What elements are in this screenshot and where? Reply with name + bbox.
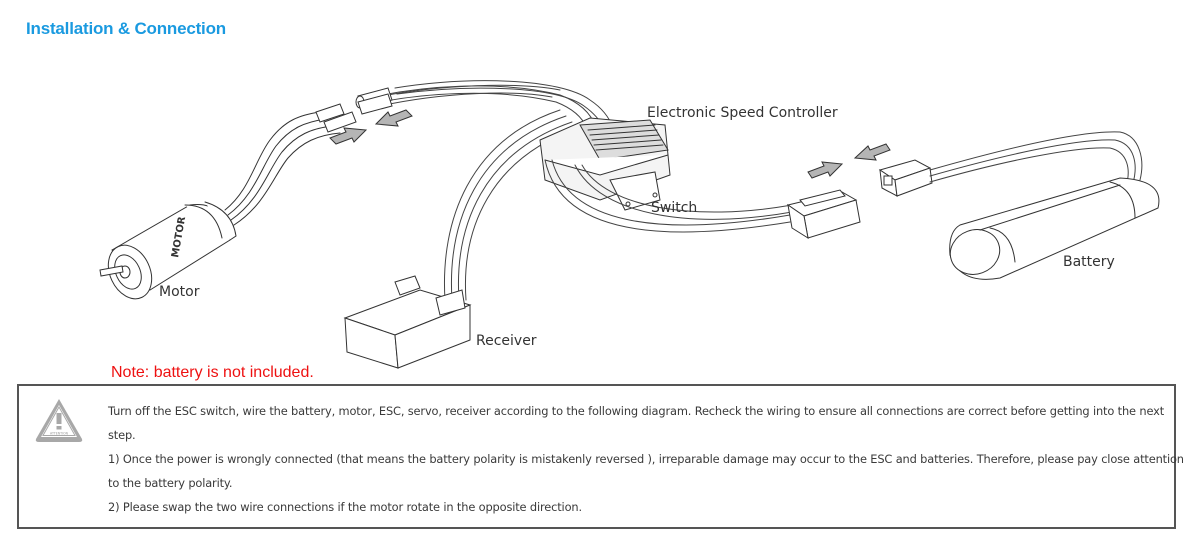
arrow-right-icon [807,161,844,179]
receiver-lead [443,109,579,301]
attention-line: to the battery polarity. [108,476,233,490]
esc-power-wires [544,159,793,233]
battery-label: Battery [1063,254,1115,270]
attention-line: step. [108,428,136,442]
receiver-icon [343,275,472,369]
attention-line: 2) Please swap the two wire connections … [108,500,582,514]
motor-bullet-connectors [315,103,357,133]
arrow-right-icon [329,127,368,145]
battery-wires [929,131,1143,187]
attention-line: 1) Once the power is wrongly connected (… [108,452,1184,466]
arrows [329,109,891,179]
switch-label: Switch [651,200,698,216]
receiver-label: Receiver [476,333,537,349]
battery-icon [949,177,1160,280]
attention-box: ATTENTION Turn off the ESC switch, wire … [17,384,1184,529]
warning-triangle-icon: ATTENTION [35,399,83,442]
attention-text: Turn off the ESC switch, wire the batter… [108,399,1184,519]
battery-connector [878,159,933,197]
arrow-left-icon [853,143,891,161]
switch-icon [609,171,661,211]
arrow-left-icon [374,109,413,127]
battery-note: Note: battery is not included. [111,364,314,381]
esc-label: Electronic Speed Controller [647,105,838,121]
motor-icon [99,201,237,300]
esc-bullet-connectors [355,87,393,115]
attention-line: Turn off the ESC switch, wire the batter… [108,404,1165,418]
esc-battery-connector [786,189,861,240]
wiring-diagram: MOTOR [99,80,1160,369]
motor-label: Motor [159,284,200,300]
motor-wires [224,111,341,226]
page-title: Installation & Connection [26,19,226,38]
svg-text:ATTENTION: ATTENTION [50,432,69,436]
